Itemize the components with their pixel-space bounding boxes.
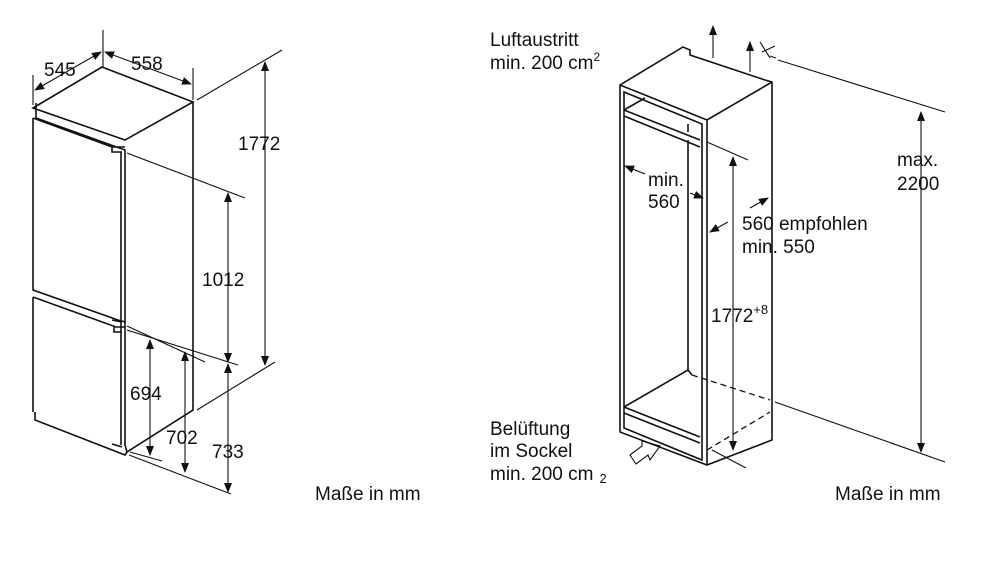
air-outlet-sup: 2 [593, 50, 600, 64]
dim-694-label: 694 [130, 384, 162, 405]
vent-line3: min. 200 cm [490, 464, 593, 485]
max-height-line2: 2200 [897, 174, 939, 195]
niche-depth-line2: min. 550 [742, 237, 815, 258]
niche-dimension-lines [624, 25, 946, 469]
dim-width-label: 558 [131, 54, 163, 75]
dim-702-label: 702 [166, 428, 198, 449]
dim-height-label: 1772 [238, 134, 280, 155]
svg-text:min. 200 cm2: min. 200 cm2 [490, 50, 600, 74]
niche-drawing [619, 46, 773, 466]
max-height-line1: max. [897, 150, 938, 171]
cut-mark-icon [759, 41, 777, 59]
appliance-drawing [31, 66, 195, 456]
niche-depth-line1: 560 empfohlen [742, 214, 868, 235]
niche-height-tolerance: +8 [753, 302, 768, 317]
svg-text:min. 200 cm2: min. 200 cm 2 [490, 464, 607, 486]
appliance-dimension-lines [32, 30, 283, 495]
units-note-right: Maße in mm [835, 484, 941, 505]
niche-width-line2: 560 [648, 192, 680, 213]
vent-line1: Belüftung [490, 419, 570, 440]
niche-height-label: 1772 [711, 306, 753, 327]
vent-line2: im Sockel [490, 441, 572, 462]
dim-depth-label: 545 [44, 60, 76, 81]
svg-text:1772+8: 1772+8 [711, 302, 768, 327]
air-outlet-line2: min. 200 cm [490, 53, 593, 74]
vent-inlet-arrow-icon [629, 440, 661, 465]
vent-sub: 2 [599, 471, 606, 486]
air-outlet-line1: Luftaustritt [490, 30, 579, 51]
dim-upper-door-label: 1012 [202, 270, 244, 291]
niche-width-line1: min. [648, 170, 684, 191]
dim-733-label: 733 [212, 442, 244, 463]
units-note-left: Maße in mm [315, 484, 421, 505]
